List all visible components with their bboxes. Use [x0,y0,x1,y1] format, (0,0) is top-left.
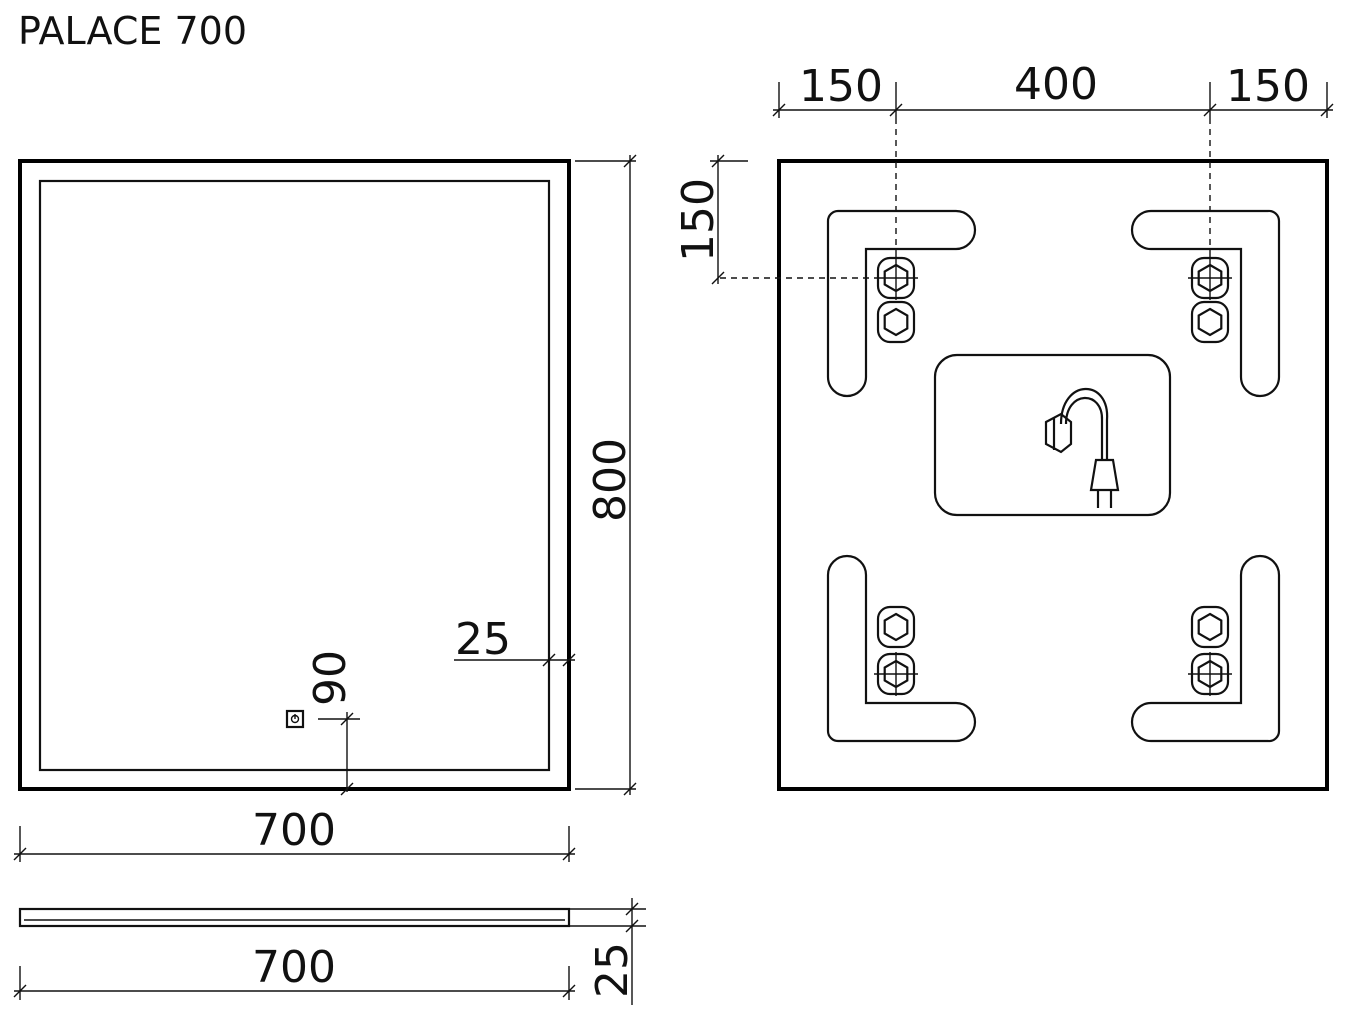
top-offset-label: 150 [673,178,724,262]
border-dimension: 25 [454,614,576,667]
top-offset-dimension: 150 [673,154,748,285]
height-label: 800 [585,438,636,522]
mount-bracket-bottom-left [826,554,977,743]
side-view: 25 700 [13,898,646,1005]
power-compartment [933,353,1172,517]
height-dimension: 800 [575,154,637,796]
left-spacing-label: 150 [799,61,883,112]
spacing-dimension-chain: 150 400 150 [772,59,1334,118]
front-view: 90 25 800 700 [13,154,637,862]
right-spacing-label: 150 [1226,61,1310,112]
mount-hole-top-left [874,256,918,300]
width-dimension: 700 [13,805,576,862]
hex-nut-bottom-right [1190,605,1230,649]
center-spacing-label: 400 [1014,59,1098,110]
back-view: 150 400 150 150 [673,59,1334,791]
mirror-inner-led-border [38,179,551,772]
switch-offset-dimension: 90 [305,650,360,796]
side-width-label: 700 [252,942,336,993]
power-cable-plug-icon [1044,387,1120,508]
hex-nut-bottom-left [876,605,916,649]
mount-hole-bottom-left [874,652,918,696]
touch-switch-icon [285,709,305,729]
mount-bracket-bottom-right [1130,554,1281,743]
hex-nut-top-right [1190,300,1230,344]
mirror-outline [18,159,571,791]
depth-label: 25 [587,942,638,998]
mount-bracket-top-right [1130,209,1281,398]
mount-hole-bottom-right [1188,652,1232,696]
back-panel-outline [777,159,1329,791]
hex-nut-top-left [876,300,916,344]
mirror-side-outline [18,907,571,928]
mount-hole-top-right [1188,256,1232,300]
page-title: PALACE 700 [18,9,247,53]
width-label: 700 [252,805,336,856]
border-label: 25 [455,614,511,665]
switch-offset-label: 90 [305,650,356,706]
mount-bracket-top-left [826,209,977,398]
